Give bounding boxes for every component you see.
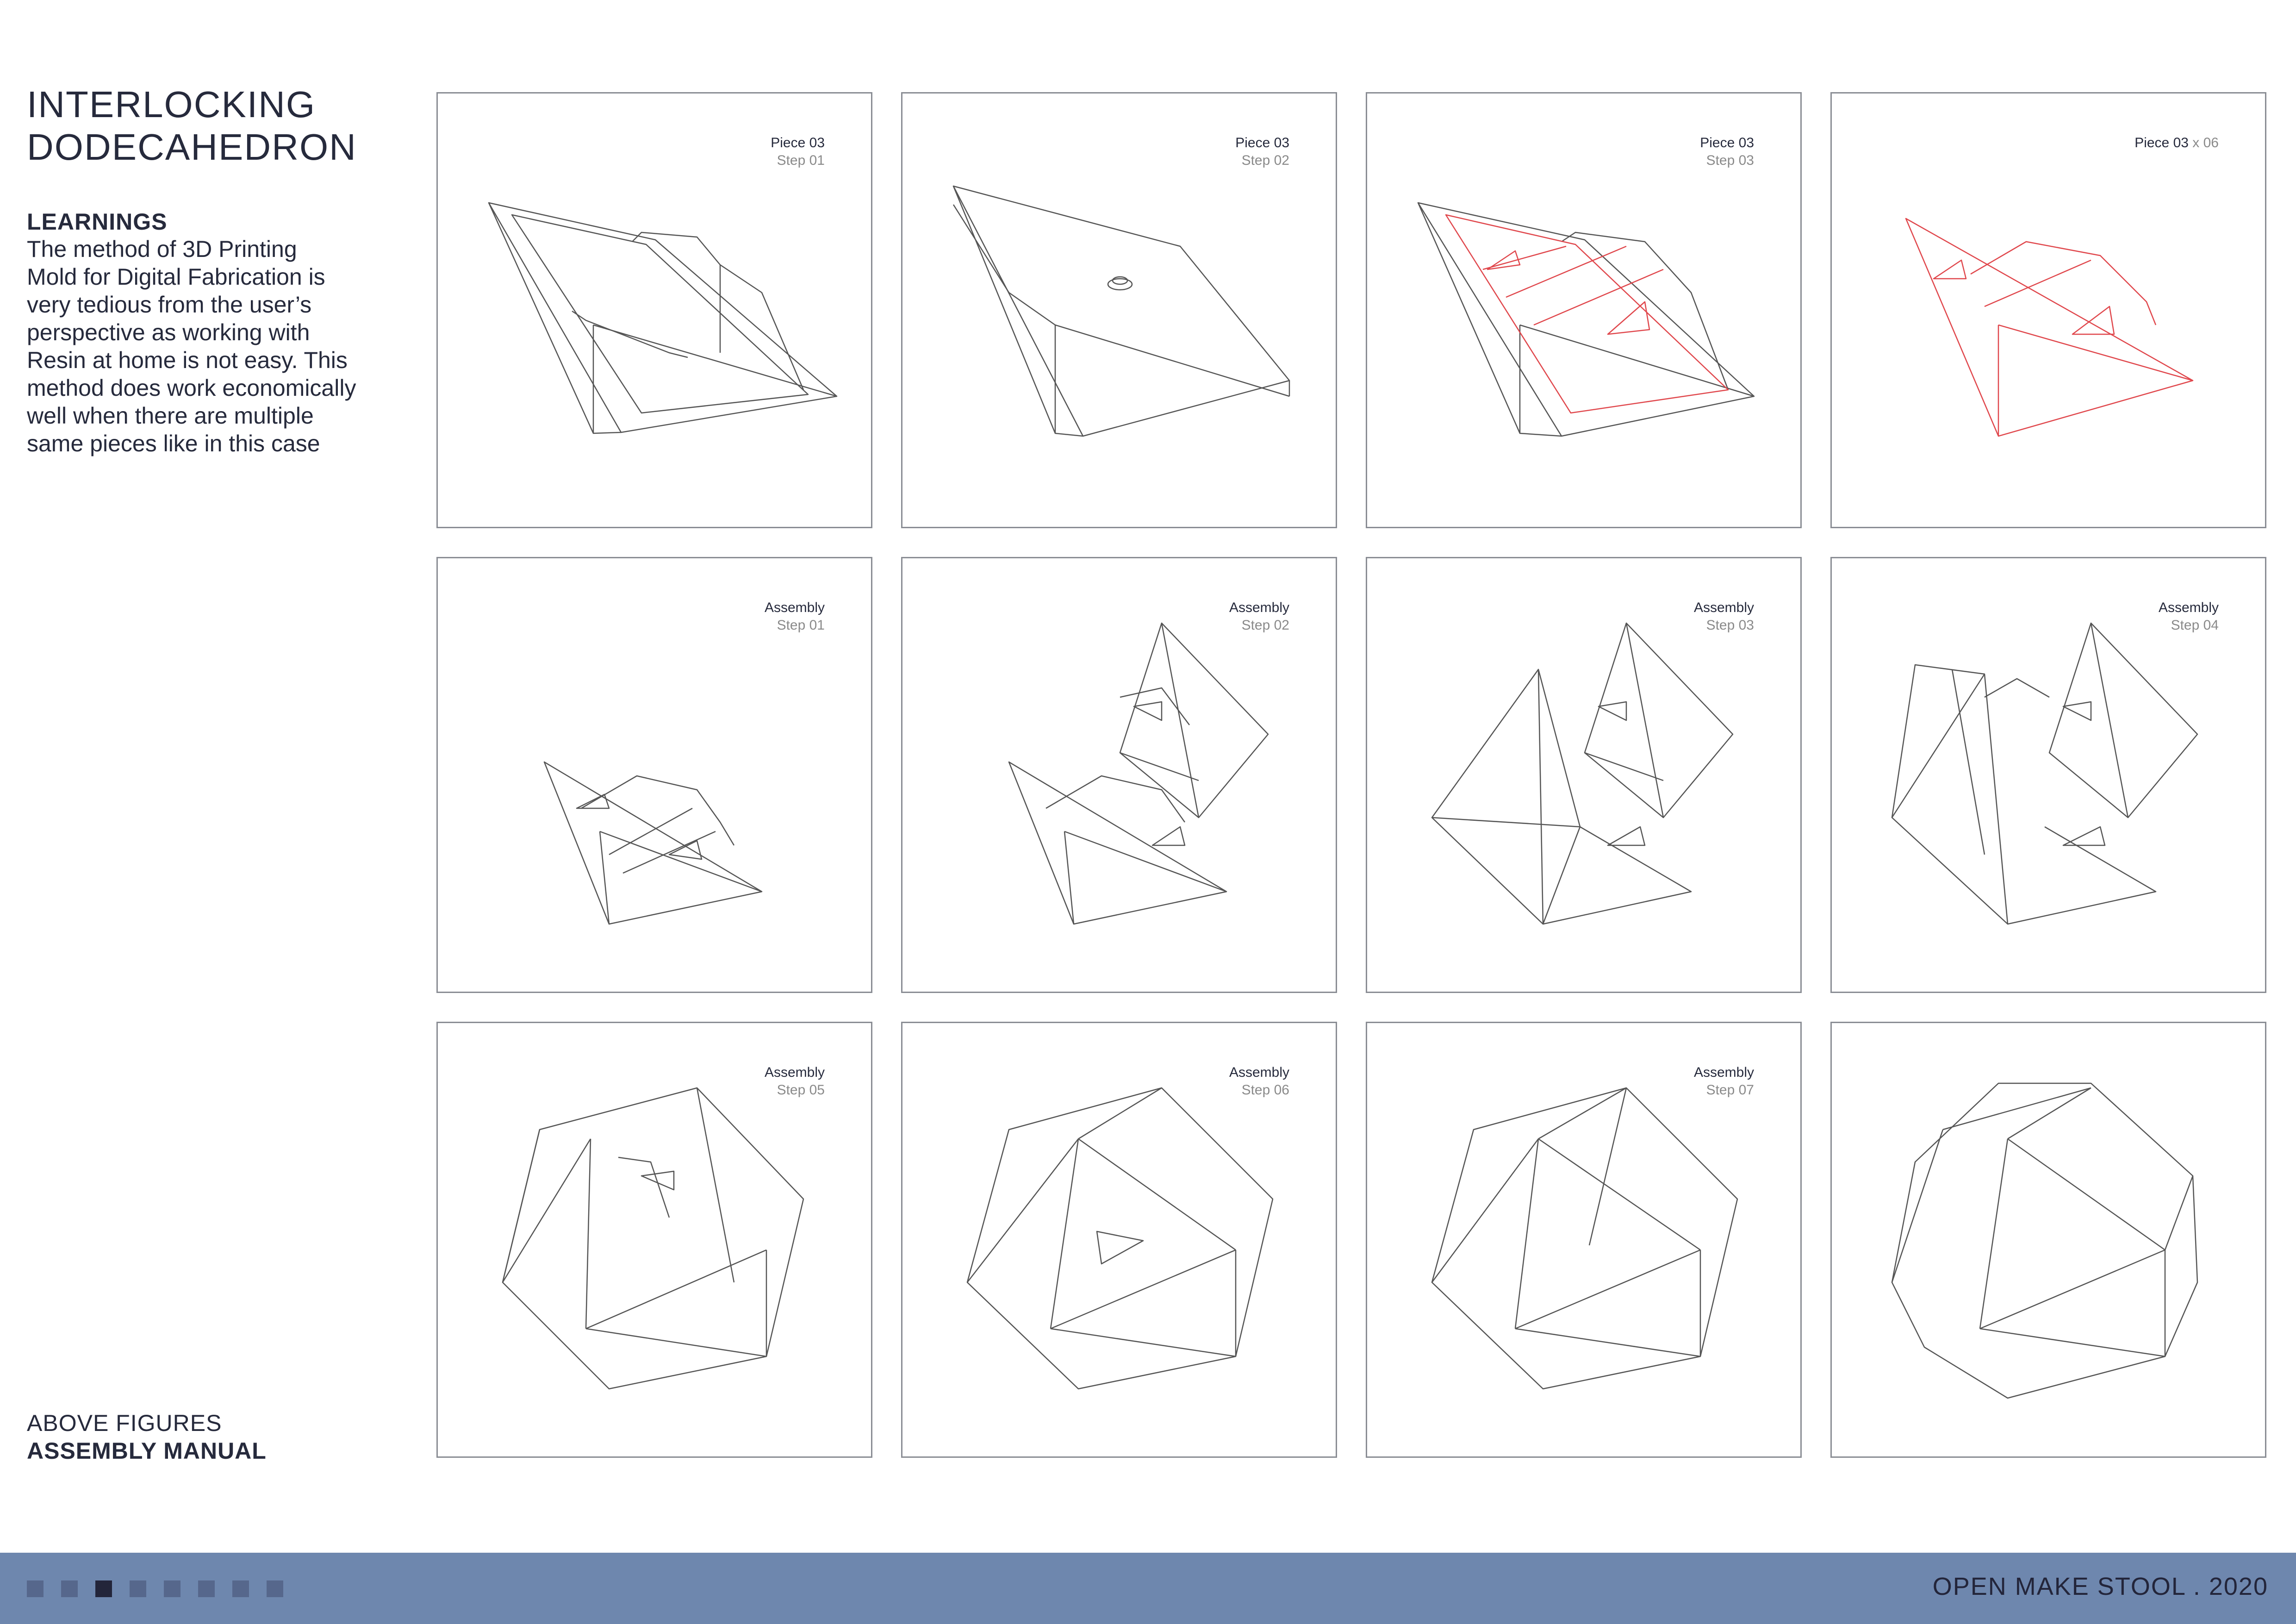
- figure-label-step: Step 01: [777, 618, 825, 633]
- title-line-1: INTERLOCKING: [27, 84, 316, 125]
- figure-label: Piece 03 x 06: [2134, 134, 2219, 152]
- learnings-line: Resin at home is not easy. This: [27, 347, 348, 373]
- learnings-line: well when there are multiple: [27, 403, 314, 429]
- figure-label: Assembly Step 01: [765, 599, 825, 634]
- assembly-drawing: [966, 1087, 1274, 1390]
- assembly-drawing: [1008, 622, 1269, 925]
- assembly-drawing: [1431, 622, 1734, 925]
- figure-piece03-step02: Piece 03 Step 02: [901, 92, 1337, 528]
- figure-assembly-complete: [1830, 1022, 2266, 1458]
- figure-assembly-step03: Assembly Step 03: [1366, 557, 1802, 993]
- caption-line-2: ASSEMBLY MANUAL: [27, 1438, 267, 1464]
- figure-label-step: Step 02: [1241, 618, 1289, 633]
- figure-label: Piece 03 Step 02: [1235, 134, 1289, 169]
- page-dot-active[interactable]: [95, 1580, 112, 1597]
- learnings-line: very tedious from the user’s: [27, 292, 312, 318]
- figure-label: Assembly Step 02: [1229, 599, 1289, 634]
- page-dot[interactable]: [61, 1580, 78, 1597]
- piece-drawing: [1905, 218, 2194, 437]
- figure-label-title: Assembly: [1693, 600, 1754, 615]
- figure-label-title: Piece 03: [771, 135, 825, 150]
- piece-drawing: [488, 202, 838, 434]
- assembly-drawing: [543, 761, 763, 925]
- figure-assembly-step07: Assembly Step 07: [1366, 1022, 1802, 1458]
- piece-drawing: [952, 185, 1290, 437]
- page-indicator: [27, 1580, 283, 1597]
- page-dot[interactable]: [27, 1580, 44, 1597]
- piece-drawing: [1417, 202, 1755, 437]
- figure-label-step: Step 03: [1706, 153, 1754, 168]
- figure-label-title: Assembly: [1693, 1065, 1754, 1080]
- learnings-heading: LEARNINGS: [27, 209, 168, 235]
- figure-label-title: Piece 03: [1700, 135, 1754, 150]
- figure-label-title: Assembly: [1229, 1065, 1289, 1080]
- figure-label-title: Piece 03: [1235, 135, 1289, 150]
- page-dot[interactable]: [267, 1580, 283, 1597]
- page-dot[interactable]: [232, 1580, 249, 1597]
- figure-piece03-step03: Piece 03 Step 03: [1366, 92, 1802, 528]
- title-line-2: DODECAHEDRON: [27, 126, 357, 168]
- figure-label-title: Assembly: [764, 600, 825, 615]
- footer-bar: OPEN MAKE STOOL . 2020: [0, 1553, 2296, 1624]
- figure-label: Piece 03 Step 01: [771, 134, 825, 169]
- project-footer-text: OPEN MAKE STOOL . 2020: [1932, 1573, 2268, 1600]
- page-dot[interactable]: [198, 1580, 215, 1597]
- figure-piece03-multiplier: Piece 03 x 06: [1830, 92, 2266, 528]
- figure-label-step: Step 05: [777, 1082, 825, 1098]
- figure-assembly-step06: Assembly Step 06: [901, 1022, 1337, 1458]
- page-dot[interactable]: [130, 1580, 146, 1597]
- figure-label-step: Step 03: [1706, 618, 1754, 633]
- figure-label: Assembly Step 04: [2159, 599, 2219, 634]
- figures-caption: ABOVE FIGURES ASSEMBLY MANUAL: [27, 1409, 267, 1465]
- assembly-drawing: [1431, 1087, 1738, 1390]
- figure-label-step: Step 01: [777, 153, 825, 168]
- page-dot[interactable]: [164, 1580, 180, 1597]
- caption-line-1: ABOVE FIGURES: [27, 1410, 222, 1436]
- figure-label-multiplier: x 06: [2192, 135, 2219, 150]
- learnings-line: The method of 3D Printing: [27, 236, 297, 262]
- figure-label: Assembly Step 07: [1694, 1064, 1754, 1099]
- page-title: INTERLOCKING DODECAHEDRON: [27, 83, 406, 169]
- assembly-drawing: [1891, 622, 2198, 925]
- figure-label: Assembly Step 06: [1229, 1064, 1289, 1099]
- figure-piece03-step01: Piece 03 Step 01: [436, 92, 872, 528]
- figure-label-step: Step 04: [2171, 618, 2219, 633]
- figure-label: Piece 03 Step 03: [1700, 134, 1754, 169]
- assembly-drawing: [502, 1087, 804, 1390]
- learnings-line: same pieces like in this case: [27, 431, 320, 456]
- figure-label: Assembly Step 03: [1694, 599, 1754, 634]
- figure-assembly-step01: Assembly Step 01: [436, 557, 872, 993]
- figure-label-title: Assembly: [764, 1065, 825, 1080]
- figure-label: Assembly Step 05: [765, 1064, 825, 1099]
- learnings-line: method does work economically: [27, 375, 356, 401]
- figure-label-title-text: Piece 03: [2134, 135, 2189, 150]
- assembly-drawing: [1891, 1082, 2198, 1399]
- figure-label-step: Step 07: [1706, 1082, 1754, 1098]
- figure-label-title: Piece 03 x 06: [2134, 134, 2219, 152]
- figure-assembly-step04: Assembly Step 04: [1830, 557, 2266, 993]
- figure-assembly-step02: Assembly Step 02: [901, 557, 1337, 993]
- learnings-text: The method of 3D Printing Mold for Digit…: [27, 235, 425, 457]
- figure-label-step: Step 02: [1241, 153, 1289, 168]
- figure-label-title: Assembly: [1229, 600, 1289, 615]
- figure-assembly-step05: Assembly Step 05: [436, 1022, 872, 1458]
- figure-label-title: Assembly: [2158, 600, 2219, 615]
- learnings-line: Mold for Digital Fabrication is: [27, 264, 325, 290]
- learnings-line: perspective as working with: [27, 319, 310, 345]
- figure-label-step: Step 06: [1241, 1082, 1289, 1098]
